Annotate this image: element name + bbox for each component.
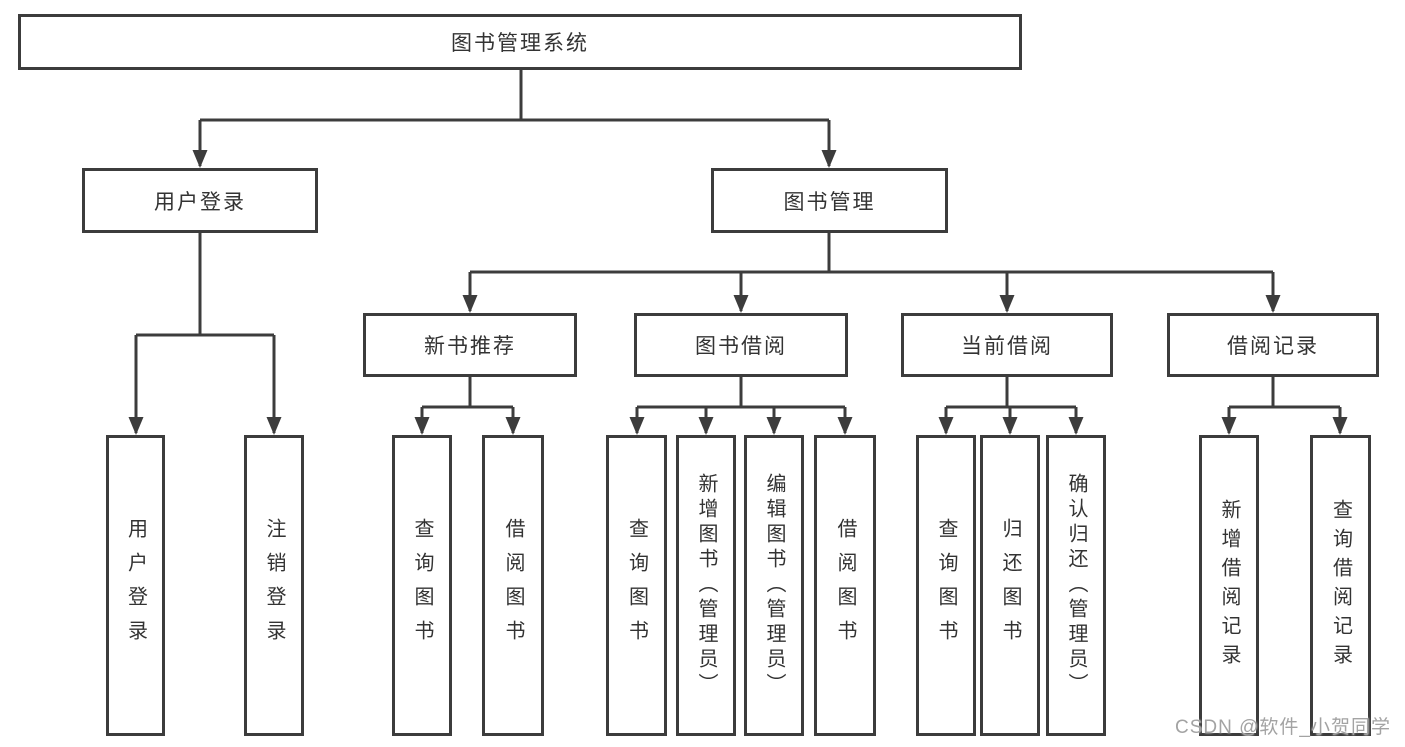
leaf-user-login: 用户登录 <box>106 435 165 736</box>
leaf-query-books-current: 查询图书 <box>916 435 976 736</box>
node-library-system: 图书管理系统 <box>18 14 1022 70</box>
node-book-management-label: 图书管理 <box>783 190 876 214</box>
arrowheads <box>128 150 1348 435</box>
leaf-query-borrow-record-label: 查询借阅记录 <box>1329 498 1352 673</box>
leaf-borrow-books-borrowing-label: 借阅图书 <box>834 517 856 654</box>
leaf-query-books-borrowing-label: 查询图书 <box>625 517 648 654</box>
node-borrowing-records-label: 借阅记录 <box>1227 335 1319 358</box>
node-library-system-label: 图书管理系统 <box>451 32 589 55</box>
leaf-borrow-books-newbooks: 借阅图书 <box>482 435 544 736</box>
node-book-borrowing: 图书借阅 <box>634 313 848 377</box>
leaf-logout-login: 注销登录 <box>244 435 304 736</box>
leaf-borrow-books-newbooks-label: 借阅图书 <box>502 517 524 654</box>
leaf-query-books-borrowing: 查询图书 <box>606 435 667 736</box>
leaf-add-book-admin-label: 新增图书（管理员） <box>695 473 717 698</box>
leaf-confirm-return-admin-label: 确认归还（管理员） <box>1065 473 1087 698</box>
node-user-login: 用户登录 <box>82 168 318 233</box>
node-current-borrowing: 当前借阅 <box>901 313 1113 377</box>
node-current-borrowing-label: 当前借阅 <box>961 335 1053 358</box>
leaf-return-books: 归还图书 <box>980 435 1040 736</box>
leaf-confirm-return-admin: 确认归还（管理员） <box>1046 435 1106 736</box>
node-borrowing-records: 借阅记录 <box>1167 313 1379 377</box>
leaf-return-books-label: 归还图书 <box>999 517 1021 654</box>
node-book-management: 图书管理 <box>711 168 948 233</box>
leaf-add-book-admin: 新增图书（管理员） <box>676 435 736 736</box>
leaf-logout-login-label: 注销登录 <box>263 517 285 654</box>
leaf-query-books-current-label: 查询图书 <box>935 517 957 654</box>
node-new-book-recommendation-label: 新书推荐 <box>424 335 516 358</box>
leaf-query-books-newbooks: 查询图书 <box>392 435 452 736</box>
leaf-add-borrow-record: 新增借阅记录 <box>1199 435 1259 736</box>
leaf-user-login-label: 用户登录 <box>124 517 147 654</box>
leaf-edit-book-admin-label: 编辑图书（管理员） <box>763 473 785 698</box>
node-user-login-label: 用户登录 <box>154 190 246 214</box>
leaf-query-books-newbooks-label: 查询图书 <box>411 517 433 654</box>
leaf-add-borrow-record-label: 新增借阅记录 <box>1218 498 1240 673</box>
node-book-borrowing-label: 图书借阅 <box>695 335 787 358</box>
leaf-query-borrow-record: 查询借阅记录 <box>1310 435 1371 736</box>
node-new-book-recommendation: 新书推荐 <box>363 313 577 377</box>
leaf-edit-book-admin: 编辑图书（管理员） <box>744 435 804 736</box>
leaf-borrow-books-borrowing: 借阅图书 <box>814 435 876 736</box>
watermark: CSDN @软件_小贺同学 <box>1175 717 1391 738</box>
